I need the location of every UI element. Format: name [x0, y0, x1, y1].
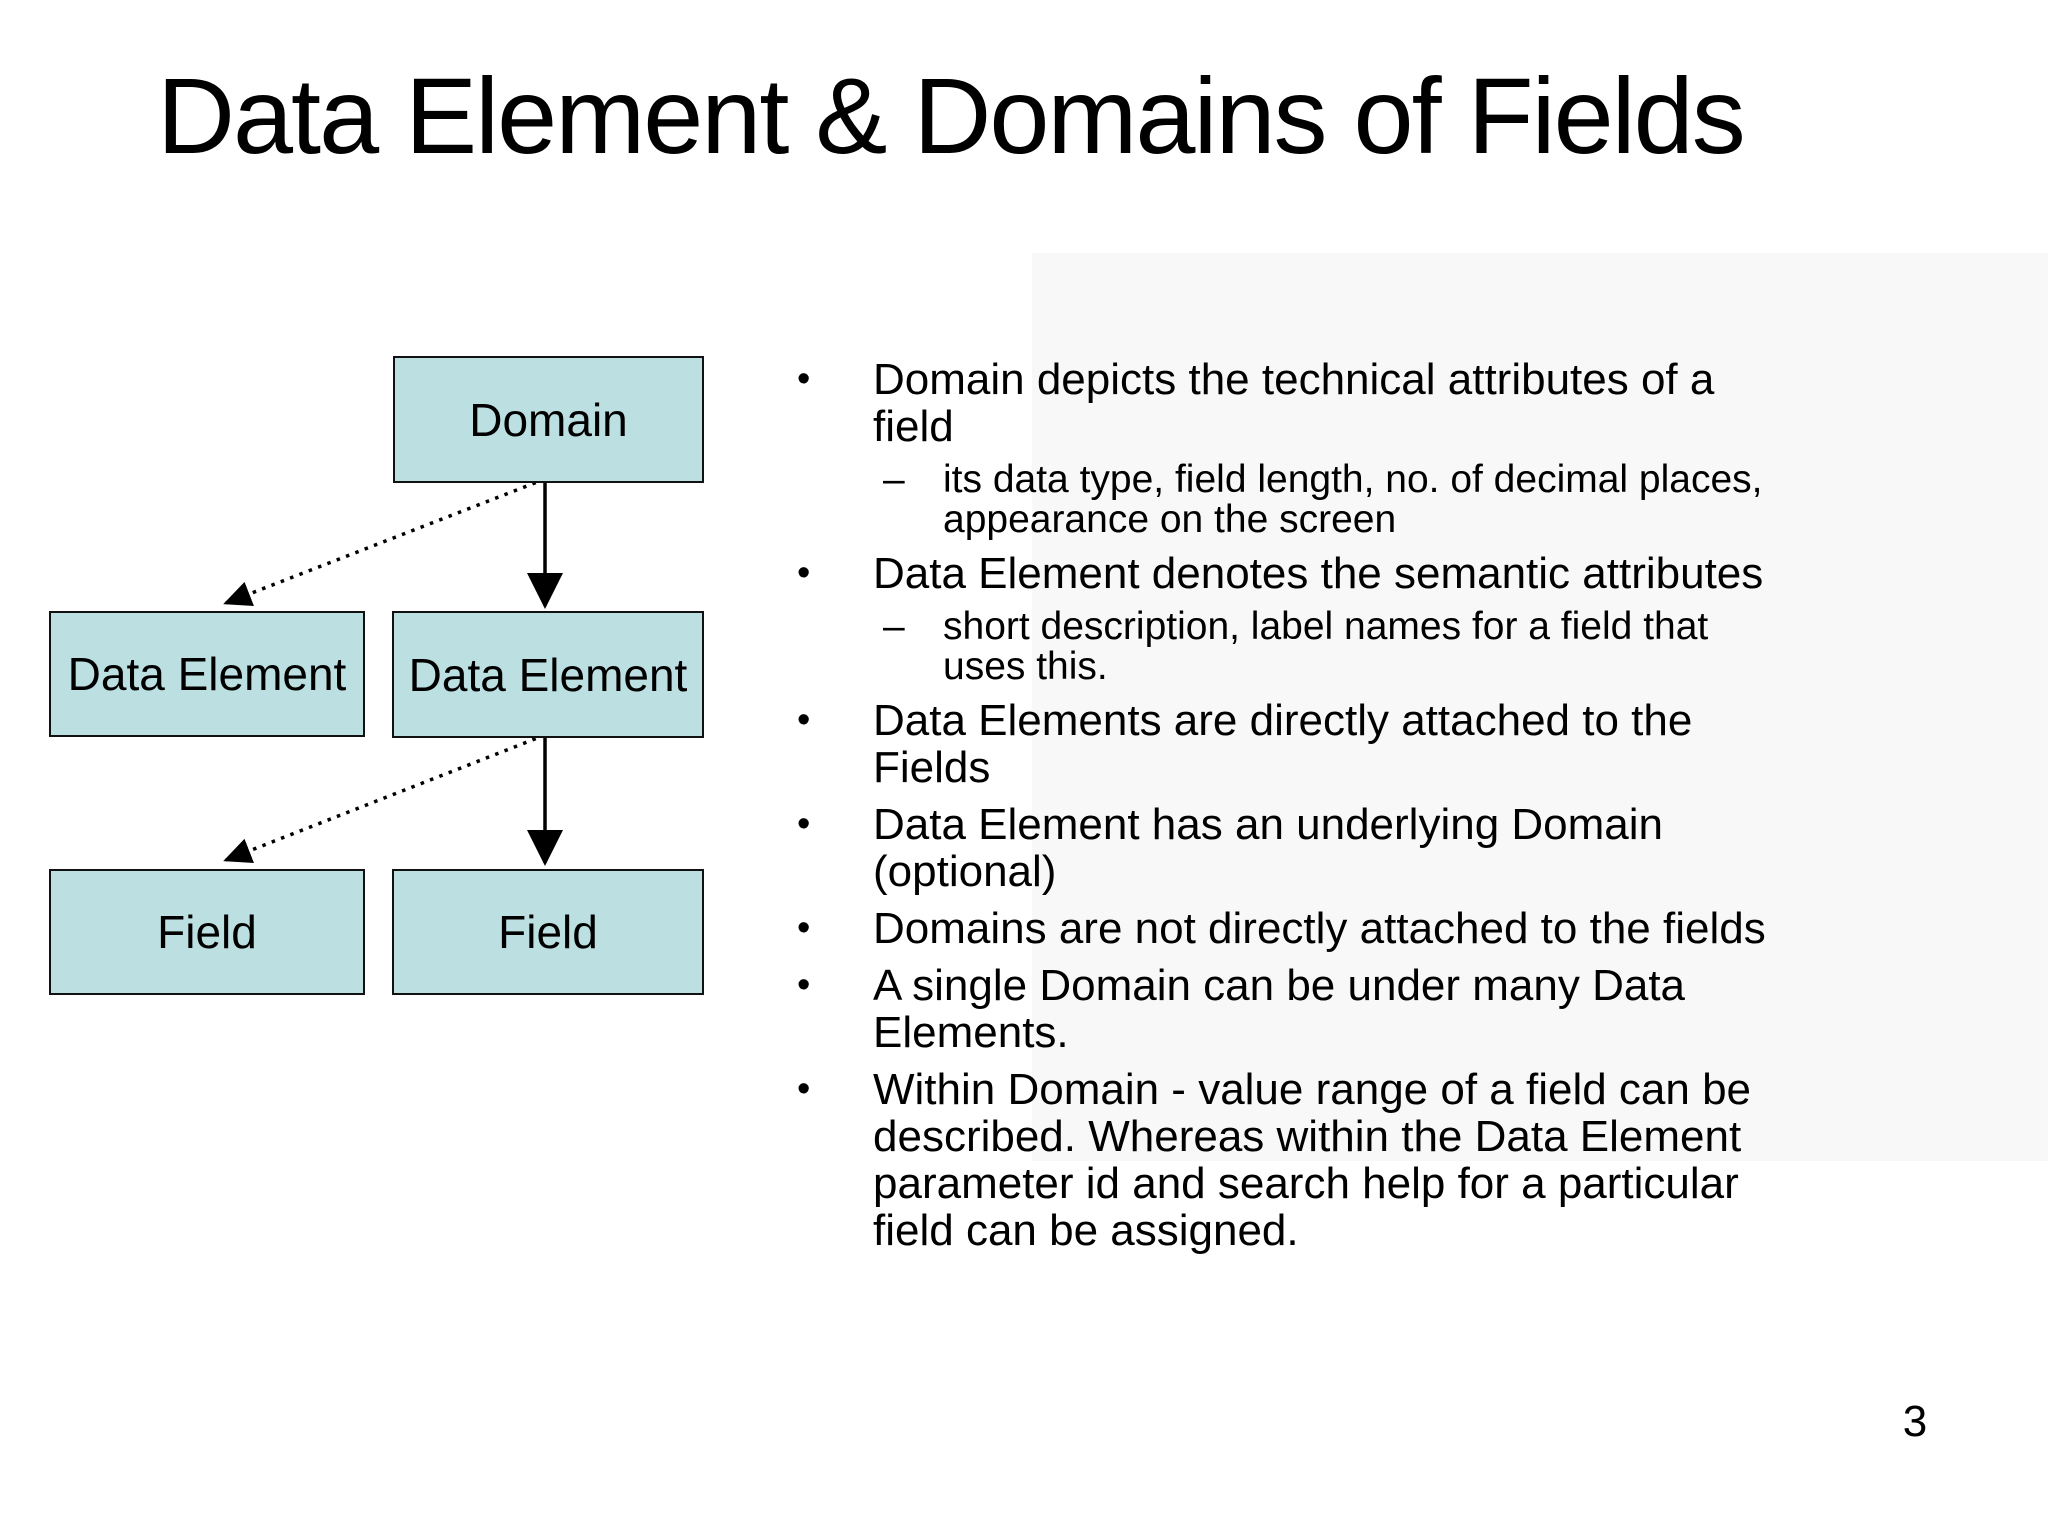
- bullet-text: its data type, field length, no. of deci…: [943, 458, 1763, 541]
- bullet-item: • Data Element denotes the semantic attr…: [797, 550, 2003, 597]
- bullet-marker: •: [797, 699, 811, 741]
- bullet-marker: •: [797, 907, 811, 949]
- diagram-node-field-right: Field: [392, 869, 704, 995]
- node-label: Domain: [469, 393, 628, 446]
- bullet-text: A single Domain can be under many Data E…: [873, 961, 1686, 1057]
- bullet-item: • Data Element has an underlying Domain …: [797, 801, 2003, 895]
- diagram-node-field-left: Field: [49, 869, 365, 995]
- bullet-item: • Domain depicts the technical attribute…: [797, 356, 2003, 450]
- node-label: Data Element: [408, 648, 688, 701]
- bullet-item: • Data Elements are directly attached to…: [797, 697, 2003, 791]
- node-label: Field: [157, 906, 257, 958]
- bullet-marker: –: [883, 605, 905, 648]
- bullet-text: Within Domain - value range of a field c…: [873, 1065, 1752, 1255]
- right-panel-background: [1032, 253, 2048, 1161]
- bullet-text: short description, label names for a fie…: [943, 605, 1709, 688]
- bullet-text: Domains are not directly attached to the…: [873, 904, 1766, 953]
- bullet-subitem: – short description, label names for a f…: [883, 607, 2003, 687]
- bullet-marker: •: [797, 552, 811, 594]
- bullet-list: • Domain depicts the technical attribute…: [797, 356, 2003, 1264]
- bullet-item: • Domains are not directly attached to t…: [797, 905, 2003, 952]
- bullet-marker: •: [797, 358, 811, 400]
- bullet-text: Data Elements are directly attached to t…: [873, 696, 1693, 792]
- bullet-marker: •: [797, 803, 811, 845]
- bullet-subitem: – its data type, field length, no. of de…: [883, 460, 2003, 540]
- diagram-node-data-element-right: Data Element: [392, 611, 704, 738]
- bullet-marker: –: [883, 458, 905, 501]
- diagram-node-domain: Domain: [393, 356, 704, 483]
- node-label: Field: [498, 906, 598, 958]
- bullet-marker: •: [797, 1068, 811, 1110]
- arrow-data-element-to-field-left: [223, 733, 546, 863]
- node-label: Data Element: [67, 648, 347, 700]
- slide-title: Data Element & Domains of Fields: [157, 55, 1746, 176]
- page-number: 3: [1902, 1397, 1928, 1446]
- diagram-node-data-element-left: Data Element: [49, 611, 365, 737]
- bullet-item: • A single Domain can be under many Data…: [797, 962, 2003, 1056]
- arrow-domain-to-data-element-left: [223, 477, 546, 607]
- bullet-item: • Within Domain - value range of a field…: [797, 1066, 2003, 1254]
- bullet-marker: •: [797, 964, 811, 1006]
- bullet-text: Data Element denotes the semantic attrib…: [873, 549, 1764, 598]
- bullet-text: Data Element has an underlying Domain (o…: [873, 800, 1664, 896]
- bullet-text: Domain depicts the technical attributes …: [873, 355, 1715, 451]
